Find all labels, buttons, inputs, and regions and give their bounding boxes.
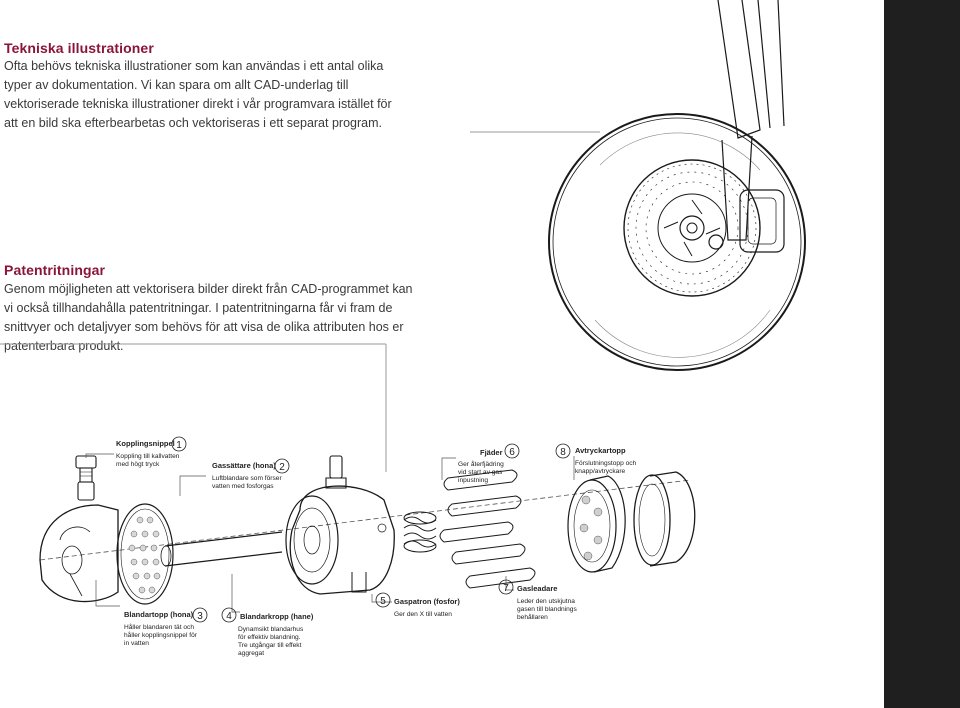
svg-text:3: 3 <box>197 611 203 622</box>
section-title-patent: Patentritningar <box>4 262 106 278</box>
svg-text:Förslutningstopp och: Förslutningstopp och <box>575 460 637 467</box>
svg-text:Gaspatron (fosfor): Gaspatron (fosfor) <box>394 597 460 606</box>
svg-text:Koppling till kallvatten: Koppling till kallvatten <box>116 453 180 460</box>
section-title-technical: Tekniska illustrationer <box>4 40 154 56</box>
part-nippel <box>75 455 97 501</box>
svg-text:4: 4 <box>226 611 232 622</box>
part-gas-distributor <box>567 475 626 573</box>
svg-text:Dynamsikt blandarhus: Dynamsikt blandarhus <box>238 626 304 633</box>
side-bar <box>884 0 960 708</box>
svg-text:gasen till blandnings: gasen till blandnings <box>517 606 577 613</box>
svg-text:för effektiv blandning.: för effektiv blandning. <box>238 634 301 641</box>
svg-text:Fjäder: Fjäder <box>480 448 503 457</box>
svg-text:Avtryckartopp: Avtryckartopp <box>575 446 626 455</box>
part-gas-cartridges <box>439 469 536 589</box>
svg-text:håller kopplingsnippel för: håller kopplingsnippel för <box>124 631 198 639</box>
callout-4: 4 Blandarkropp (hane) Dynamsikt blandarh… <box>221 607 314 657</box>
technical-illustrations: Kopplingsnippel 1 Koppling till kallvatt… <box>0 0 806 657</box>
svg-text:Kopplingsnippel: Kopplingsnippel <box>116 439 175 448</box>
svg-text:in vatten: in vatten <box>124 640 149 647</box>
svg-text:behållaren: behållaren <box>517 613 548 621</box>
svg-text:Luftblandare som förser: Luftblandare som förser <box>212 475 282 482</box>
part-cap <box>39 504 119 603</box>
motorcycle-wheel-illustration <box>548 0 806 371</box>
part-spring <box>403 511 437 553</box>
svg-text:knapp/avtryckare: knapp/avtryckare <box>575 468 626 475</box>
svg-text:vatten med fosforgas: vatten med fosforgas <box>212 483 274 490</box>
svg-text:1: 1 <box>176 440 182 451</box>
section-body-patent: Genom möjligheten att vektorisera bilder… <box>4 282 413 353</box>
svg-text:7: 7 <box>503 583 509 594</box>
callout-6: Fjäder 6 Ger återfjädring vid start av g… <box>458 443 520 484</box>
svg-text:2: 2 <box>279 462 285 473</box>
svg-text:Gasleadare: Gasleadare <box>517 584 557 593</box>
exploded-mixer-illustration <box>39 455 696 605</box>
leader-lines <box>85 453 575 613</box>
svg-text:vid start av gas: vid start av gas <box>458 469 503 476</box>
svg-text:Blandarkropp (hane): Blandarkropp (hane) <box>240 612 314 621</box>
svg-text:6: 6 <box>509 447 515 458</box>
callout-8: 8 Avtryckartopp Förslutningstopp och kna… <box>555 443 637 475</box>
svg-text:med högt tryck: med högt tryck <box>116 461 160 468</box>
svg-text:Blandartopp (hona): Blandartopp (hona) <box>124 610 194 619</box>
svg-text:Gassättare (hona): Gassättare (hona) <box>212 461 276 470</box>
callout-3: Blandartopp (hona) 3 Håller blandaren tä… <box>124 607 208 647</box>
callout-5: 5 Gaspatron (fosfor) Ger den X till vatt… <box>375 592 460 618</box>
svg-text:inpustning: inpustning <box>458 477 488 484</box>
callout-lines <box>0 131 600 472</box>
callout-7: 7 Gasleadare Leder den utskjutna gasen t… <box>498 579 577 621</box>
svg-text:Håller blandaren tät och: Håller blandaren tät och <box>124 623 194 631</box>
svg-text:8: 8 <box>560 447 566 458</box>
part-tube <box>160 531 283 567</box>
section-body-technical: Ofta behövs tekniska illustrationer som … <box>4 59 392 130</box>
svg-text:Leder den utskjutna: Leder den utskjutna <box>517 598 575 605</box>
svg-text:Ger återfjädring: Ger återfjädring <box>458 460 504 468</box>
callout-1: Kopplingsnippel 1 Koppling till kallvatt… <box>116 436 187 468</box>
part-perforated-disc <box>116 503 174 605</box>
part-mixer-body <box>285 455 395 595</box>
svg-text:Tre utgångar till effekt: Tre utgångar till effekt <box>238 641 302 649</box>
svg-text:Ger den X till vatten: Ger den X till vatten <box>394 611 452 618</box>
callout-2: Gassättare (hona) 2 Luftblandare som för… <box>212 458 290 490</box>
svg-text:5: 5 <box>380 596 386 607</box>
svg-text:aggregat: aggregat <box>238 650 264 657</box>
part-trigger-cap <box>633 471 696 567</box>
